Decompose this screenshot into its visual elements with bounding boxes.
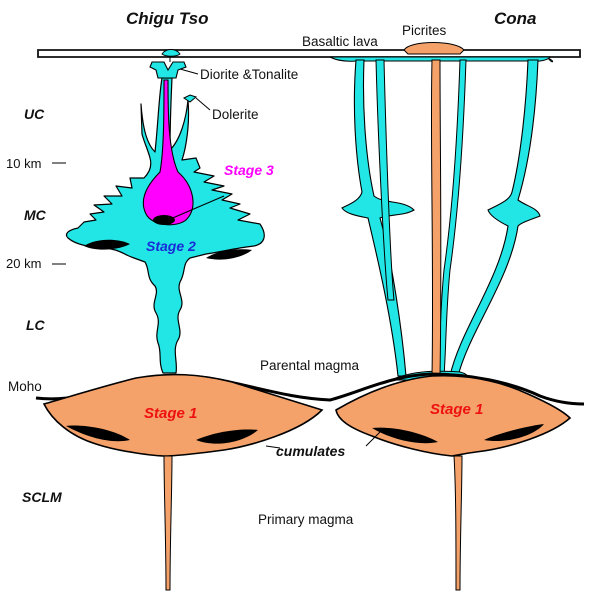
stage3-magenta-chamber xyxy=(142,79,194,226)
label-picrites: Picrites xyxy=(402,23,447,38)
layer-uc: UC xyxy=(24,106,45,122)
title-left: Chigu Tso xyxy=(126,9,208,28)
surface-strip xyxy=(37,49,581,58)
stage1-left-label: Stage 1 xyxy=(144,405,197,422)
stage3-label: Stage 3 xyxy=(224,162,274,178)
title-right: Cona xyxy=(494,9,537,28)
label-dolerite: Dolerite xyxy=(212,107,259,122)
layer-sclm: SCLM xyxy=(22,489,62,505)
leader-lines xyxy=(52,68,381,449)
stage2-label: Stage 2 xyxy=(146,238,196,254)
layer-moho: Moho xyxy=(8,379,42,394)
label-cumulates: cumulates xyxy=(276,443,345,459)
depth-20km: 20 km xyxy=(6,256,41,271)
stage1-right-label: Stage 1 xyxy=(430,401,483,418)
layer-mc: MC xyxy=(24,207,47,223)
stage1-cumulates xyxy=(66,424,544,444)
label-primary-magma: Primary magma xyxy=(258,512,354,527)
mc-cumulates xyxy=(84,239,252,260)
depth-10km: 10 km xyxy=(6,156,41,171)
label-basaltic-lava: Basaltic lava xyxy=(302,34,378,49)
right-cyan-dykes xyxy=(329,56,554,381)
label-diorite: Diorite &Tonalite xyxy=(200,67,298,82)
left-cyan-conduit-system xyxy=(65,49,265,374)
layer-lc: LC xyxy=(26,317,46,333)
label-parental-magma: Parental magma xyxy=(260,358,360,373)
